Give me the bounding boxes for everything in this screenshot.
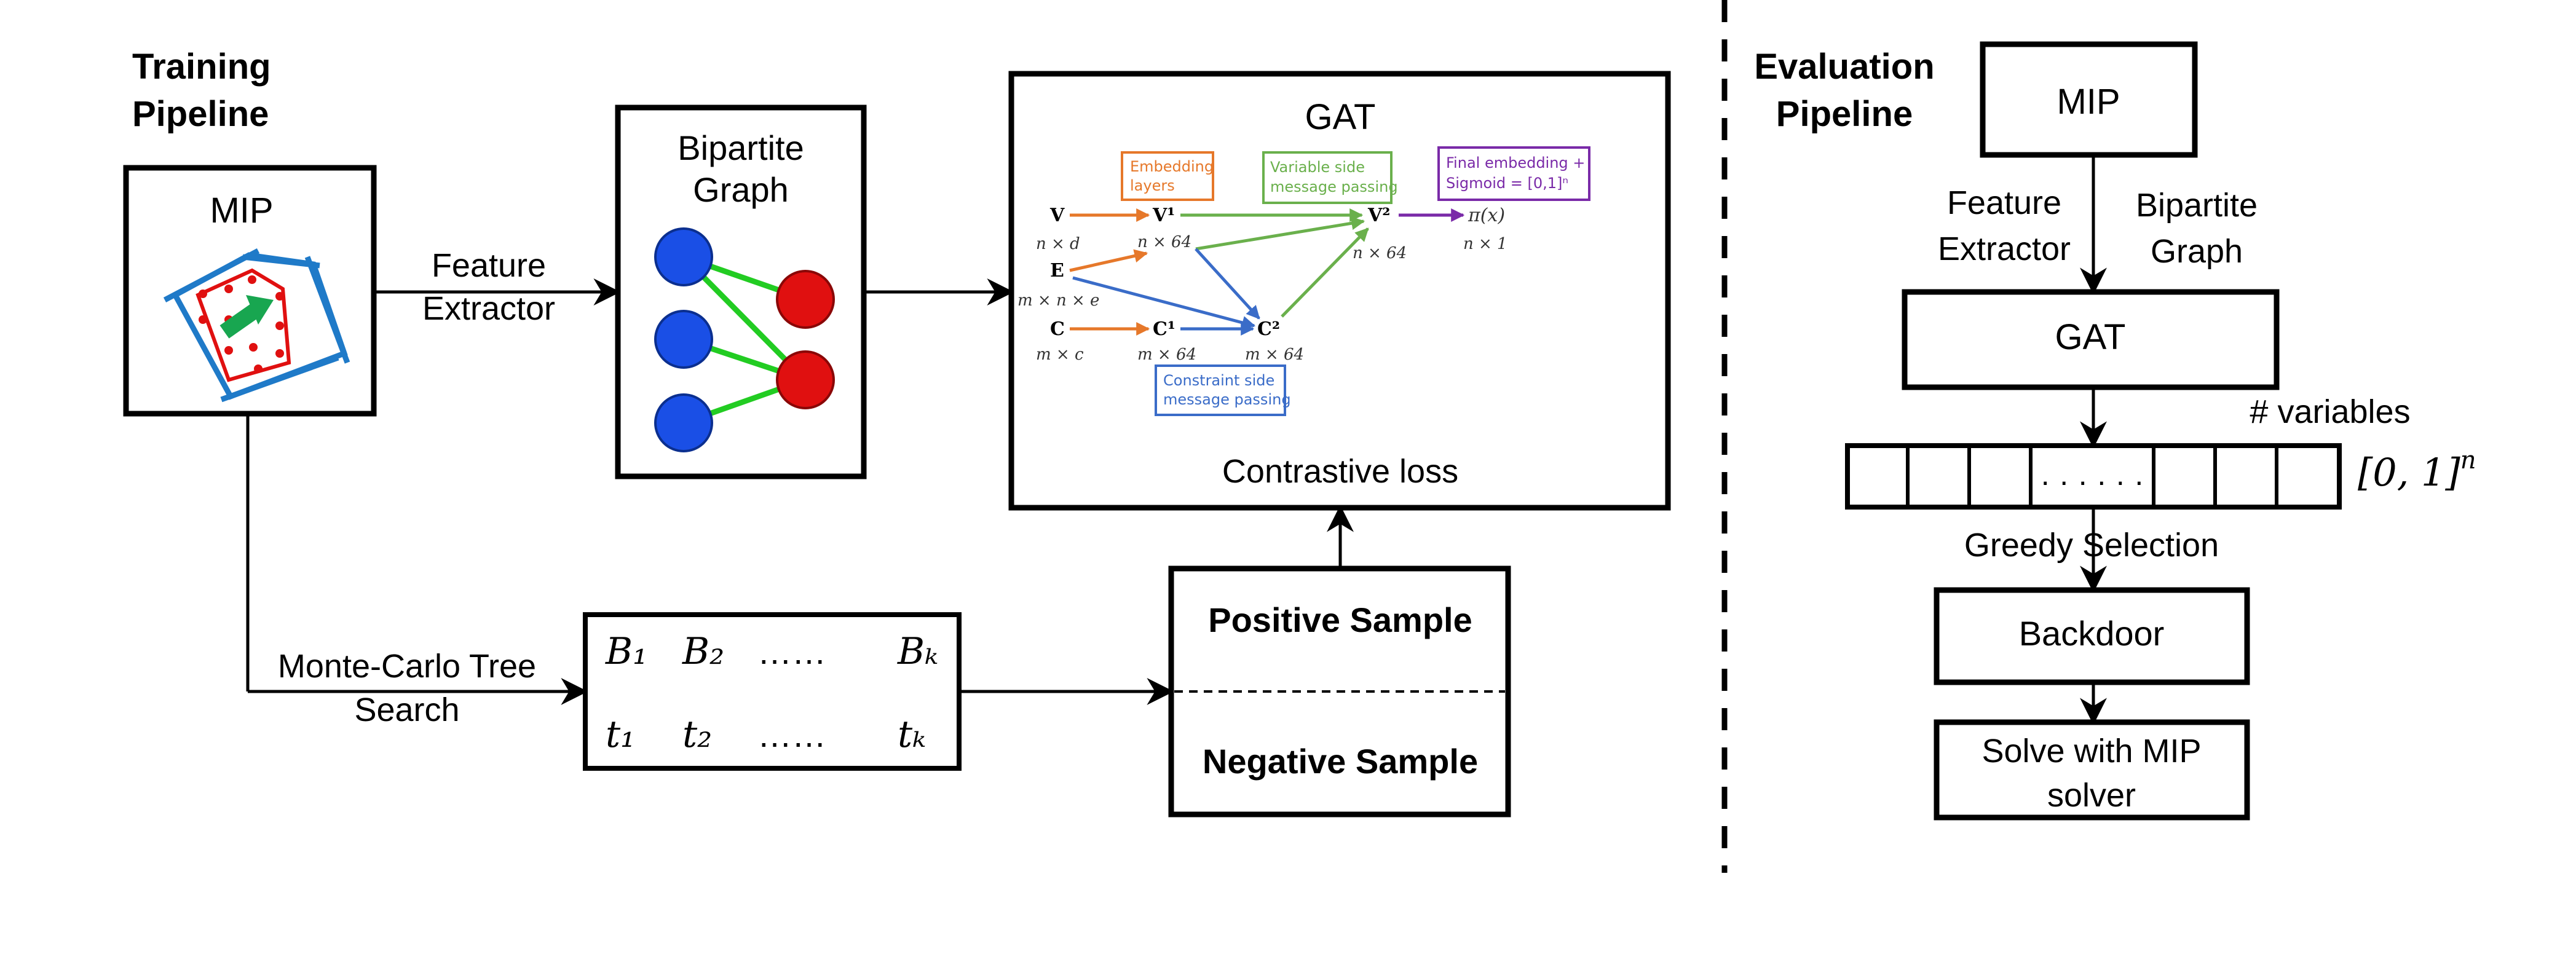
constraint-side-callout: [1155, 364, 1286, 416]
variable-side-callout: [1262, 151, 1393, 204]
samples-row-2: t₁ t₂ …… tₖ: [606, 713, 926, 756]
dim-mx64-b: m × 64: [1245, 345, 1304, 364]
positive-sample-label: Positive Sample: [1208, 601, 1472, 639]
num-variables-label: # variables: [2250, 393, 2410, 430]
solve-box: [1934, 719, 2250, 821]
final-embedding-line1: Final embedding +: [1446, 154, 1585, 171]
final-embedding-callout: [1437, 146, 1590, 201]
output-vector: · · · · · ·: [1845, 443, 2342, 510]
eval-gat-box: [1902, 289, 2280, 390]
training-title-line1: Training: [132, 47, 271, 87]
gat-box: [1008, 71, 1671, 511]
eval-bipartite-line1: Bipartite: [2136, 187, 2258, 224]
cell-bk: Bₖ: [897, 630, 938, 673]
bipartite-graph-icon: [654, 227, 835, 452]
variable-side-line2: message passing: [1270, 178, 1398, 195]
evaluation-title-line2: Pipeline: [1776, 94, 1913, 134]
node-v2: V²: [1367, 205, 1390, 226]
gat-footer: Contrastive loss: [1222, 453, 1458, 490]
cell-dots-1: ……: [757, 632, 826, 671]
negative-sample-label: Negative Sample: [1203, 742, 1478, 781]
eval-gat-label: GAT: [2055, 317, 2126, 357]
eval-mip-label: MIP: [2056, 82, 2120, 122]
cell-t1: t₁: [606, 713, 635, 756]
vector-dots: · · · · · ·: [2040, 464, 2144, 498]
constraint-side-line2: message passing: [1163, 391, 1291, 408]
final-embedding-line2: Sigmoid = [0,1]ⁿ: [1446, 175, 1568, 192]
greedy-selection-label: Greedy Selection: [1964, 527, 2219, 564]
feature-extractor-line2: Extractor: [422, 290, 555, 327]
bipartite-line1: Bipartite: [678, 128, 804, 167]
embedding-callout-line1: Embedding: [1130, 158, 1214, 175]
backdoor-label: Backdoor: [2019, 614, 2165, 653]
range-label: [0, 1]n: [2358, 446, 2476, 495]
solve-line2: solver: [2047, 777, 2136, 814]
dim-nx64-a: n × 64: [1137, 233, 1191, 251]
samples-row-1: B₁ B₂ …… Bₖ: [605, 630, 938, 673]
backdoor-box: [1934, 587, 2250, 685]
mcts-line1: Monte-Carlo Tree: [278, 648, 536, 685]
bipartite-line2: Graph: [693, 170, 789, 209]
variable-side-line1: Variable side: [1270, 159, 1365, 176]
dim-nx64-b: n × 64: [1353, 244, 1407, 262]
embedding-callout: [1121, 151, 1214, 201]
training-title-line2: Pipeline: [132, 94, 269, 134]
cell-dots-2: ……: [757, 715, 826, 754]
dim-mxnxe: m × n × e: [1017, 291, 1099, 310]
node-pi: π(x): [1468, 205, 1505, 226]
dim-mx64-a: m × 64: [1137, 345, 1196, 364]
samples-box: [1168, 565, 1511, 817]
cell-tk: tₖ: [898, 713, 926, 756]
feature-extractor-line1: Feature: [432, 247, 546, 284]
constraint-side-line1: Constraint side: [1163, 372, 1274, 389]
node-v: V: [1049, 205, 1065, 226]
eval-feature-extractor-line1: Feature: [1947, 184, 2061, 221]
node-v1: V¹: [1152, 205, 1175, 226]
eval-mip-box: [1980, 41, 2198, 158]
evaluation-title-line1: Evaluation: [1754, 47, 1934, 87]
cell-b1: B₁: [605, 630, 647, 673]
node-c: C: [1050, 318, 1065, 340]
dim-nx1: n × 1: [1463, 235, 1507, 253]
dim-mxc: m × c: [1036, 345, 1084, 364]
eval-feature-extractor-line2: Extractor: [1938, 230, 2071, 267]
node-e: E: [1050, 260, 1064, 282]
node-c1: C¹: [1153, 318, 1175, 340]
mip-label: MIP: [210, 191, 273, 230]
solve-line1: Solve with MIP: [1981, 733, 2201, 770]
node-c2: C²: [1257, 318, 1280, 340]
cell-t2: t₂: [682, 713, 712, 756]
eval-bipartite-line2: Graph: [2151, 233, 2243, 270]
cell-b2: B₂: [682, 630, 724, 673]
gat-title: GAT: [1305, 97, 1376, 137]
mcts-line2: Search: [354, 691, 459, 728]
embedding-callout-line2: layers: [1130, 177, 1175, 194]
dim-nxd: n × d: [1036, 235, 1080, 253]
gat-architecture: Embedding layers Variable side message p…: [1017, 146, 1590, 416]
polytope-icon: [163, 248, 350, 403]
